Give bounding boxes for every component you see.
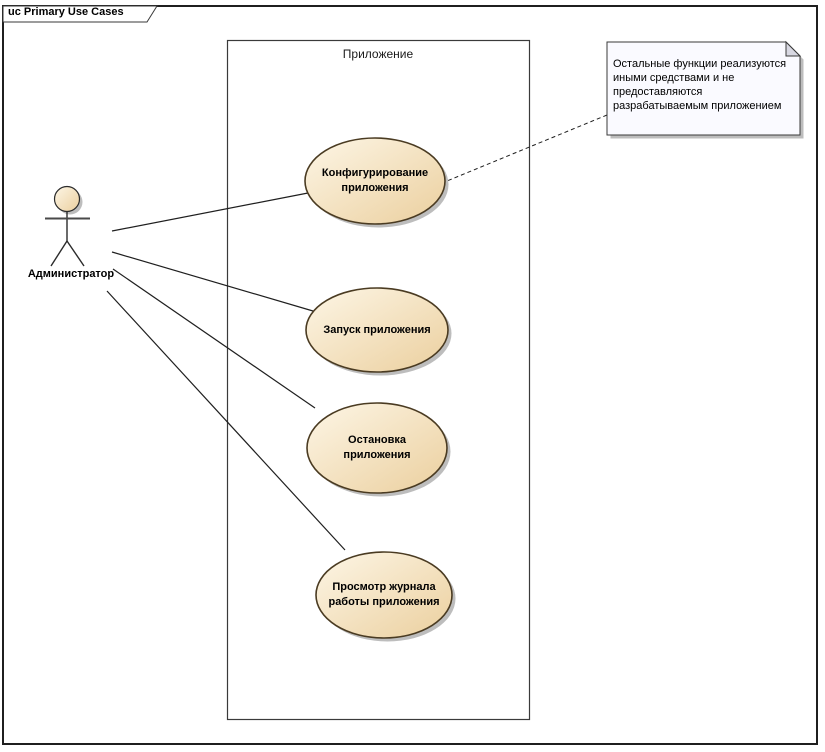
use-case-label-line: приложения <box>343 449 411 461</box>
actor-administrator[interactable] <box>45 185 90 267</box>
actor-head-icon[interactable] <box>53 185 81 213</box>
use-case-label-line: Просмотр журнала <box>332 581 436 593</box>
association-actor-start[interactable] <box>111 251 314 312</box>
note-body[interactable] <box>606 41 801 136</box>
association-actor-viewlog[interactable] <box>106 290 346 551</box>
use-case-label-line: Запуск приложения <box>323 324 431 336</box>
note-fold-corner-icon <box>785 40 802 57</box>
note-text: Остальные функции реализуются иными сред… <box>613 57 795 113</box>
system-boundary-label: Приложение <box>342 47 414 61</box>
use-case-label-viewlog: Просмотр журнала работы приложения <box>304 580 464 610</box>
actor-leg-left-icon <box>50 240 68 267</box>
use-case-ellipse[interactable] <box>306 402 448 494</box>
actor-leg-right-icon <box>66 240 85 267</box>
use-case-start-app[interactable] <box>305 287 452 376</box>
use-case-label-stop: Остановка приложения <box>317 433 437 463</box>
use-case-stop-app[interactable] <box>306 402 451 497</box>
note-text-line: иными средствами и не <box>613 72 735 84</box>
note-link-dashed[interactable] <box>446 114 608 182</box>
note-text-line: разрабатываемым приложением <box>613 100 782 112</box>
use-case-label-line: Остановка <box>348 434 406 446</box>
note-shape[interactable] <box>606 40 804 139</box>
note-text-line: Остальные функции реализуются <box>613 58 787 70</box>
use-case-configure-app[interactable] <box>304 137 449 228</box>
diagram-frame <box>2 5 818 745</box>
use-case-ellipse[interactable] <box>305 287 449 373</box>
diagram-frame-title: uc Primary Use Cases <box>8 6 124 18</box>
association-actor-stop[interactable] <box>112 268 316 409</box>
note-text-line: предоставляются <box>613 86 703 98</box>
use-case-ellipse[interactable] <box>315 551 453 639</box>
use-case-ellipse[interactable] <box>304 137 446 225</box>
use-case-label-configure: Конфигурирование приложения <box>300 166 450 196</box>
actor-label: Администратор <box>27 268 115 280</box>
use-case-label-line: работы приложения <box>328 596 440 608</box>
association-actor-configure[interactable] <box>111 192 309 232</box>
use-case-view-log[interactable] <box>315 551 456 642</box>
diagram-frame-tab <box>2 5 158 23</box>
use-case-label-line: Конфигурирование <box>321 167 429 179</box>
use-case-label-start: Запуск приложения <box>302 323 452 338</box>
use-case-label-line: приложения <box>341 182 409 194</box>
